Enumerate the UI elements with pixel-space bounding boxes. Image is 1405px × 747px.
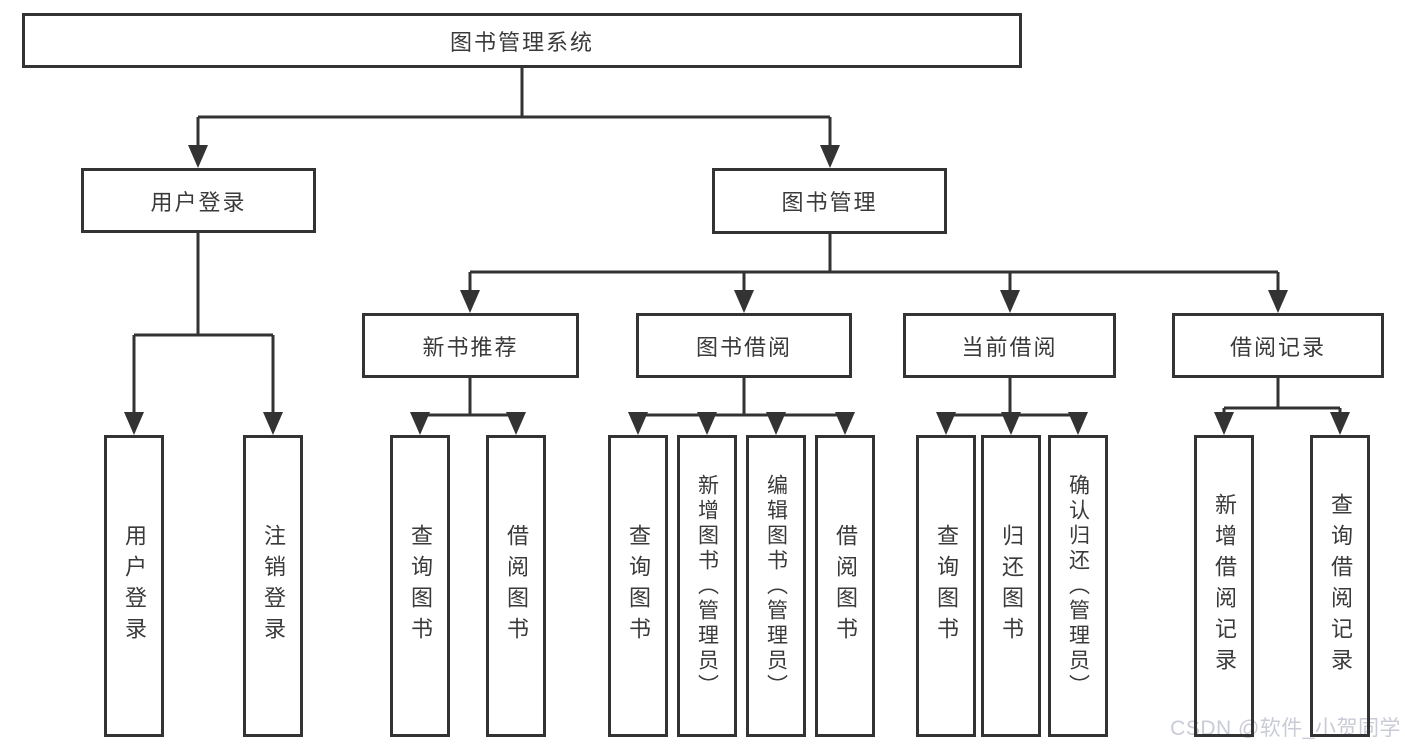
node-book-management: 图书管理 <box>712 168 947 234</box>
leaf-current-query-books: 查询图书 <box>916 435 976 737</box>
csdn-watermark: CSDN @软件_小贺同学 <box>1170 717 1401 740</box>
leaf-records-query-record: 查询借阅记录 <box>1310 435 1370 737</box>
node-root-system: 图书管理系统 <box>22 13 1022 68</box>
node-current-borrowing: 当前借阅 <box>903 313 1116 378</box>
leaf-current-return-books: 归还图书 <box>981 435 1041 737</box>
leaf-borrow-edit-books-admin: 编辑图书（管理员） <box>746 435 806 737</box>
leaf-borrow-query-books: 查询图书 <box>608 435 668 737</box>
leaf-current-confirm-return-admin: 确认归还（管理员） <box>1048 435 1108 737</box>
leaf-borrow-add-books-admin: 新增图书（管理员） <box>677 435 737 737</box>
node-new-book-recommend: 新书推荐 <box>362 313 579 378</box>
leaf-records-add-record: 新增借阅记录 <box>1194 435 1254 737</box>
node-user-login: 用户登录 <box>81 168 316 233</box>
leaf-logout: 注销登录 <box>243 435 303 737</box>
leaf-borrow-borrow-books: 借阅图书 <box>815 435 875 737</box>
leaf-newbook-borrow-books: 借阅图书 <box>486 435 546 737</box>
node-borrowing-records: 借阅记录 <box>1172 313 1384 378</box>
node-book-borrowing: 图书借阅 <box>636 313 852 378</box>
leaf-newbook-query-books: 查询图书 <box>390 435 450 737</box>
arrowheads <box>124 145 1350 435</box>
leaf-user-login: 用户登录 <box>104 435 164 737</box>
